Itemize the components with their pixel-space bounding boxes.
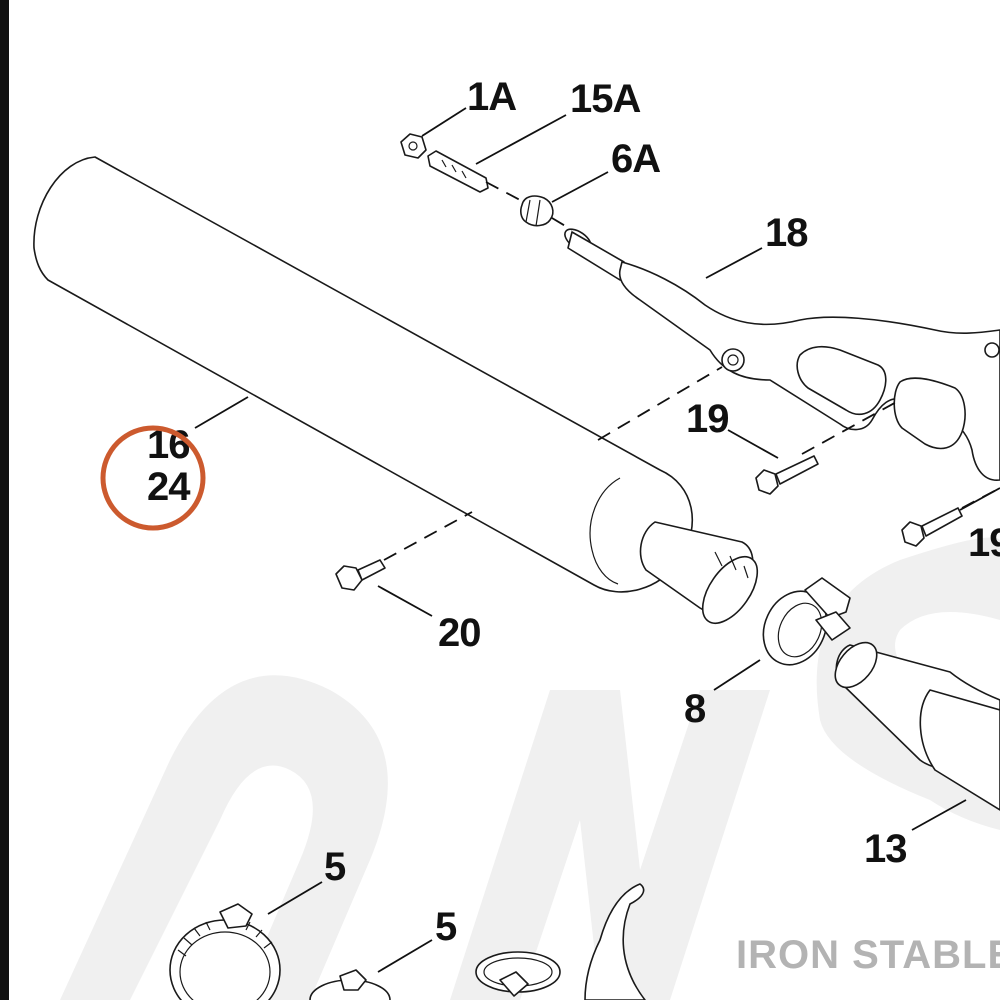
highlight-ring: [100, 425, 206, 531]
header-pipe-body: [919, 689, 1000, 811]
leader-13: [911, 799, 967, 831]
hose-clamp-5-upper-inner: [179, 931, 271, 1005]
bracket-window-upper: [796, 345, 887, 416]
grommet-6a-ridges: [525, 199, 541, 227]
bolt-19-lower: [901, 507, 963, 547]
callout-19-upper: 19: [686, 397, 729, 441]
dash-bolt-20: [383, 511, 473, 561]
watermark-letter-r: [60, 675, 388, 1000]
callout-1a: 1A: [467, 75, 516, 119]
leader-6a: [551, 171, 609, 203]
top-hardware-group: [400, 133, 554, 227]
muffler-end-cap-seam: [589, 477, 621, 585]
muffler-part: [33, 156, 759, 624]
leader-1a: [421, 107, 467, 137]
bracket-stud: [567, 231, 625, 281]
dash-muffler-to-bracket: [597, 366, 723, 441]
callout-15a: 15A: [570, 77, 640, 121]
leader-5-upper: [267, 881, 323, 915]
dash-grommet-to-bracket: [551, 217, 573, 231]
callout-5-lower: 5: [435, 905, 457, 949]
bolt-19-upper: [755, 455, 819, 495]
clamp-part: [762, 577, 851, 666]
muffler-outlet-pipe: [701, 556, 759, 624]
bracket-window-lower: [893, 377, 966, 450]
leader-8: [713, 659, 761, 691]
callout-24: 24: [147, 465, 191, 509]
hose-clamps-group: [169, 883, 646, 1005]
dash-stud-to-grommet: [485, 181, 521, 201]
bracket-mount-hole: [721, 348, 745, 372]
hose-clamp-5-upper-screw-housing: [219, 903, 253, 929]
callout-6a: 6A: [611, 137, 660, 181]
callout-18: 18: [765, 211, 808, 255]
callout-labels: 1A 15A 6A 18 19 19 16 24 20 8 13 5 5: [147, 75, 1000, 949]
nut-1a-hole: [408, 141, 418, 151]
heat-shield-edge: [584, 883, 646, 1001]
callout-5-upper: 5: [324, 845, 346, 889]
leader-15a: [475, 114, 567, 165]
leader-20: [377, 585, 433, 617]
assembly-dash-lines: [383, 181, 1000, 561]
callout-19-lower: 19: [968, 521, 1000, 565]
callout-20: 20: [438, 611, 481, 655]
dash-bolt-19-lower: [961, 487, 1000, 509]
muffler-body: [33, 156, 694, 593]
header-pipe-end: [834, 641, 878, 689]
left-border: [0, 0, 9, 1000]
stud-15a: [427, 150, 489, 193]
hose-clamp-5-upper-slots: [177, 921, 273, 957]
leader-19-upper: [727, 429, 779, 459]
callout-13: 13: [864, 827, 907, 871]
hose-clamp-5-lower-screw-housing: [339, 969, 367, 991]
muffler-outlet-slots: [714, 551, 749, 579]
watermark-letter-n: [450, 690, 770, 1000]
leader-lines: [194, 107, 1000, 973]
leader-16: [194, 396, 249, 429]
stud-15a-threads: [441, 159, 467, 179]
clamp-bolt-head: [815, 611, 851, 641]
nut-1a: [400, 133, 427, 159]
hose-clamp-third-screw: [499, 971, 529, 997]
clamp-tab: [804, 577, 851, 619]
muffler-bracket-part: [564, 228, 1000, 481]
bracket-mount-hole-inner: [727, 354, 739, 366]
callout-8: 8: [684, 687, 706, 731]
clamp-band-inner: [777, 602, 823, 658]
dash-bolt-19-upper: [801, 399, 901, 455]
leader-5-lower: [377, 939, 433, 973]
brand-watermark-text: IRON STABLE: [736, 933, 1000, 977]
bracket-edge-hole: [984, 342, 1000, 358]
bolt-20: [335, 559, 386, 591]
bolts-group: [335, 455, 963, 591]
header-pipe-part: [834, 641, 1000, 811]
leader-18: [705, 247, 763, 279]
